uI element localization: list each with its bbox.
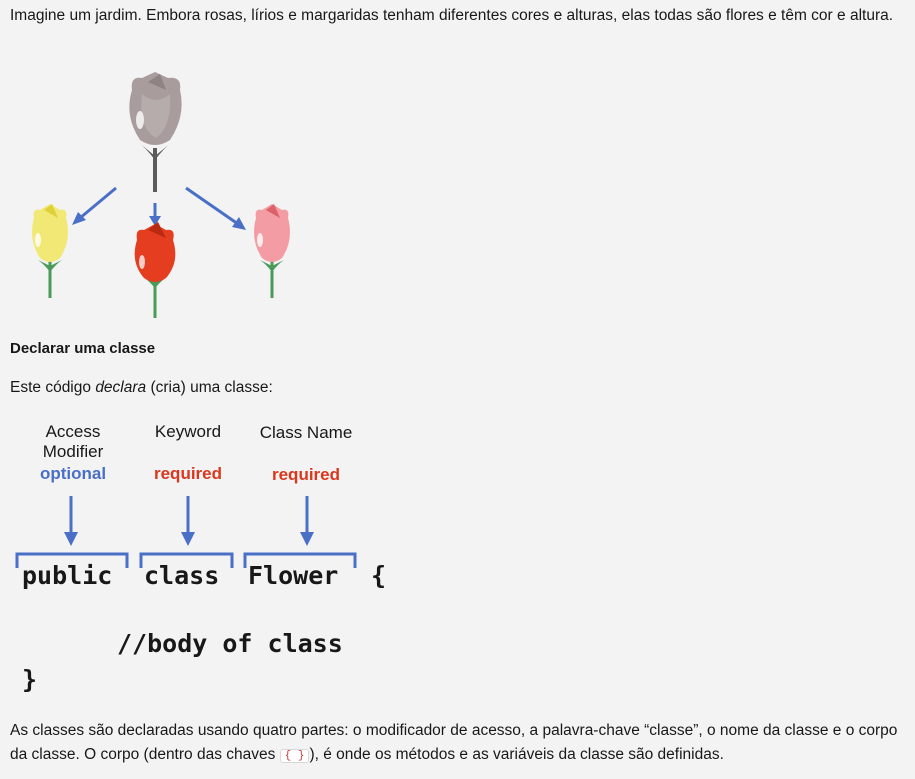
flower-inheritance-illustration xyxy=(10,68,310,320)
red-flower-icon xyxy=(134,222,176,318)
parts-before: As classes são declaradas usando quatro … xyxy=(10,722,898,763)
class-parts-paragraph: As classes são declaradas usando quatro … xyxy=(10,719,905,769)
intro-paragraph: Imagine um jardim. Embora rosas, lírios … xyxy=(10,7,894,24)
code-public: public xyxy=(22,561,112,590)
code-body-comment: //body of class xyxy=(117,629,343,658)
optional-tag: optional xyxy=(40,464,106,483)
code-intro-before: Este código xyxy=(10,379,96,396)
code-class-name: Flower xyxy=(248,561,338,590)
class-declaration-diagram: Access Modifier optional Keyword require… xyxy=(10,412,390,706)
parent-flower-icon xyxy=(129,72,182,192)
code-class-keyword: class xyxy=(144,561,219,590)
section-heading: Declarar uma classe xyxy=(10,340,156,357)
class-name-label: Class Name xyxy=(260,423,353,442)
code-open-brace: { xyxy=(371,561,386,590)
code-intro-emphasis: declara xyxy=(95,379,147,396)
diagram-arrows xyxy=(64,496,314,546)
pink-flower-icon xyxy=(254,204,290,298)
access-modifier-label-1: Access xyxy=(46,422,101,441)
code-close-brace: } xyxy=(22,665,37,694)
parts-after: ), é onde os métodos e as variáveis da c… xyxy=(309,746,724,763)
keyword-label: Keyword xyxy=(155,422,221,441)
access-modifier-label-2: Modifier xyxy=(43,442,104,461)
diagram-brackets xyxy=(15,552,357,568)
inheritance-arrows xyxy=(72,186,246,230)
yellow-flower-icon xyxy=(32,204,68,298)
class-name-required-tag: required xyxy=(272,465,340,484)
code-intro-paragraph: Este código declara (cria) uma classe: xyxy=(10,376,905,400)
inline-code-braces: { } xyxy=(279,749,310,763)
keyword-required-tag: required xyxy=(154,464,222,483)
code-intro-after: (cria) uma classe: xyxy=(146,379,273,396)
